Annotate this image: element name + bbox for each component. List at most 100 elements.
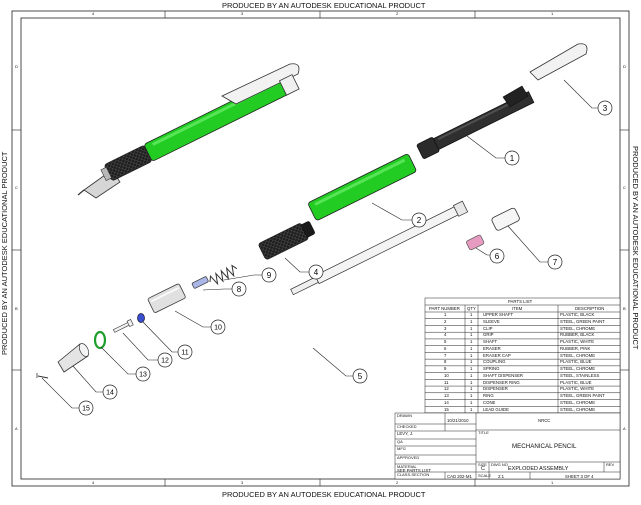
parts-list-cell: ERASER [483,345,501,351]
parts-list-cell: GRIP [483,332,494,338]
balloon-7[interactable]: 7 [547,254,563,270]
parts-list-cell: 1 [470,312,473,318]
balloon-5[interactable]: 5 [352,368,368,384]
balloon-13[interactable]: 13 [135,366,151,382]
balloon-14[interactable]: 14 [102,384,118,400]
balloon-label: 5 [358,372,363,381]
parts-list-cell: 1 [470,319,473,325]
balloon-1[interactable]: 1 [504,150,520,166]
balloon-2[interactable]: 2 [411,212,427,228]
tb-qa-label: QA [397,439,403,444]
parts-list-cell: 1 [470,393,473,399]
zone-col-4: 4 [92,11,95,16]
balloon-label: 14 [106,390,114,397]
parts-list-cell: 1 [470,372,473,378]
parts-list-cell: 9 [444,366,447,372]
tb-drawn-date: 10/21/2010 [447,418,469,423]
balloon-8[interactable]: 8 [231,281,247,297]
parts-list-cell: 8 [444,359,447,365]
parts-list-header-description: DESCRIPTION [575,305,605,311]
parts-list-cell: 11 [444,379,449,385]
part-grip [258,221,315,260]
parts-list-header-qty: QTY [467,305,476,311]
parts-list-title: PARTS LIST [508,298,533,304]
part-eraser-cap [491,207,520,231]
parts-list-cell: 10 [444,372,449,378]
part-sleeve [308,154,417,221]
part-cone [57,343,90,373]
part-ring [93,330,107,350]
balloon-label: 11 [181,350,188,357]
parts-list-cell: STEEL, CHROME [560,399,596,405]
parts-list-cell: 6 [444,345,447,351]
assembled-clip [221,63,300,105]
parts-list-cell: PLASTIC, BLUE [560,359,592,365]
inner-border [20,17,621,480]
parts-list-cell: STEEL, CHROME [560,406,596,412]
parts-list-cell: PLASTIC, WHITE [560,339,595,345]
balloon-12[interactable]: 12 [157,352,173,368]
balloon-6[interactable]: 6 [489,248,505,264]
parts-list-cell: LEAD GUIDE [483,406,510,412]
tb-material-label: MATERIAL [397,464,417,469]
zone-col-3-bottom: 3 [241,480,244,485]
parts-list-cell: SPRING [483,366,500,372]
zone-row-c: C [15,185,18,190]
balloon-label: 2 [417,216,422,225]
balloon-3[interactable]: 3 [597,100,613,116]
parts-list-cell: 1 [470,339,473,345]
balloon-label: 3 [603,104,608,113]
part-dispenser-ring [137,313,145,323]
part-shaft-dispenser [147,283,186,313]
balloon-15[interactable]: 15 [78,400,94,416]
parts-list-cell: PLASTIC, WHITE [560,386,595,392]
outer-border [11,10,630,487]
balloon-10[interactable]: 10 [210,319,226,335]
parts-list-cell: RUBBER, PINK [560,345,591,351]
part-clip [529,43,588,81]
parts-list-cell: SHAFT DISPENSER [483,372,524,378]
part-lead-guide [36,373,49,379]
assembled-top [278,74,300,96]
tb-title: MECHANICAL PENCIL [512,443,577,450]
tb-class-label: CLASS-SECTION [397,472,430,477]
balloon-4[interactable]: 4 [308,264,324,280]
zone-row-a: A [15,426,18,431]
balloon-label: 9 [267,271,272,280]
parts-list-cell: RUBBER, BLACK [560,332,595,338]
parts-list-cell: 1 [470,386,473,392]
parts-list-cell: DISPENSER RING [483,379,520,385]
zone-col-2-bottom: 2 [396,480,399,485]
parts-list-cell: DISPENSER [483,386,508,392]
parts-list-cell: CONE [483,399,496,405]
tb-scale-label: SCALE [478,473,492,478]
parts-list-cell: SLEEVE [483,319,500,325]
balloon-11[interactable]: 11 [177,344,193,360]
parts-list-cell: STEEL, CHROME [560,325,596,331]
parts-list-header-part: PART NUMBER [429,305,460,311]
parts-list-cell: STEEL, STAINLESS [560,372,600,378]
tb-material-value: SEE PARTS LIST [397,467,431,473]
zone-ticks [12,11,629,486]
balloon-label: 4 [314,268,319,277]
tb-dwg-label: DWG NO [491,462,508,467]
tb-checked-name: LEVY, J. [397,430,414,436]
balloon-9[interactable]: 9 [261,267,277,283]
watermark-right: PRODUCED BY AN AUTODESK EDUCATIONAL PROD… [631,146,640,350]
balloon-label: 7 [553,258,558,267]
parts-list-cell: 4 [444,332,447,338]
part-upper-shaft [416,85,535,159]
tb-sheet: SHEET 3 OF 4 [565,473,594,479]
parts-list-cell: STEEL, CHROME [560,366,596,372]
balloon-label: 12 [161,358,169,365]
leader-lines [41,79,598,409]
parts-list-cell: 12 [444,386,449,392]
parts-list-cell: 1 [470,345,473,351]
zone-row-d-right: D [623,64,626,69]
tb-checked-label: CHECKED [397,424,417,429]
balloon-label: 10 [214,325,222,332]
parts-list-cell: 13 [444,393,449,399]
parts-list-grid [424,297,621,414]
tb-approved-label: APPROVED [397,455,420,460]
